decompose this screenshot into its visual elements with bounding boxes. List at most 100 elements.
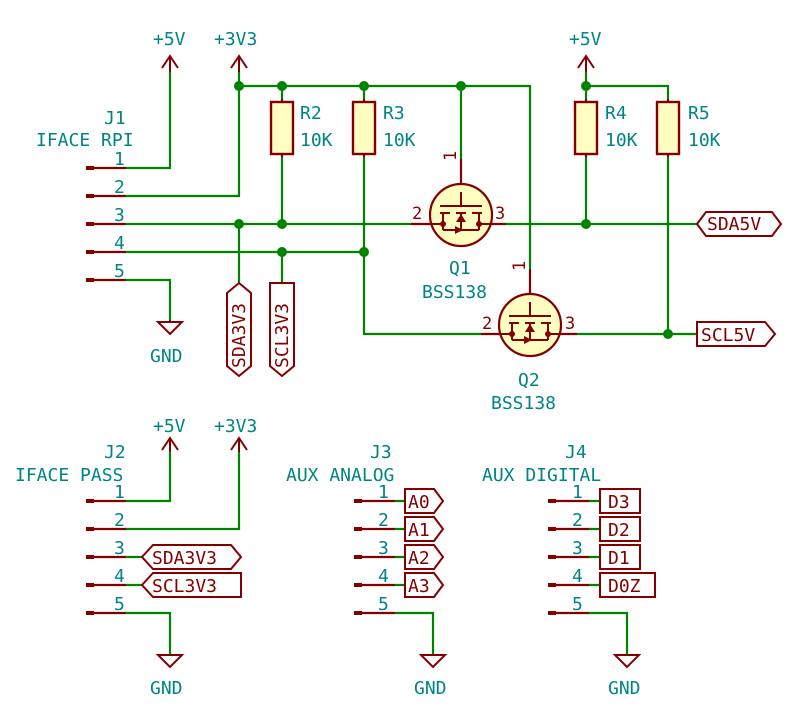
gnd-j1: GND [150, 320, 185, 367]
j4-value: AUX DIGITAL [482, 465, 601, 486]
svg-text:1: 1 [572, 482, 583, 503]
svg-text:+3V3: +3V3 [214, 416, 257, 437]
j4-labels: D3 D2 D1 D0Z [599, 488, 656, 598]
svg-text:5: 5 [114, 261, 125, 282]
j4-pins [548, 499, 590, 615]
j2-pin-numbers: 1 2 3 4 5 [114, 482, 125, 615]
svg-text:10K: 10K [605, 130, 638, 151]
resistor-r2: R2 10K [269, 98, 333, 158]
svg-text:SDA3V3: SDA3V3 [229, 303, 250, 368]
net-label-sda5v: SDA5V [695, 211, 783, 237]
net-label-scl3v3-j2: SCL3V3 [140, 572, 242, 598]
j4-pin-numbers: 1 2 3 4 5 [572, 482, 583, 615]
mosfet-q2: 1 2 3 Q2 BSS138 [480, 261, 578, 414]
svg-text:2: 2 [482, 314, 492, 334]
svg-text:2: 2 [572, 510, 583, 531]
svg-text:GND: GND [150, 678, 183, 699]
net-label-sda3v3-j2: SDA3V3 [140, 544, 243, 570]
resistor-r3: R3 10K [351, 98, 416, 158]
resistor-r4: R4 10K [573, 98, 638, 158]
svg-text:4: 4 [378, 566, 389, 587]
j1-value: IFACE RPI [36, 130, 134, 151]
power-5v-j2: +5V [153, 416, 186, 452]
svg-text:BSS138: BSS138 [491, 393, 556, 414]
svg-text:3: 3 [565, 314, 575, 334]
svg-text:3: 3 [378, 538, 389, 559]
svg-text:10K: 10K [300, 130, 333, 151]
power-3v3-j2: +3V3 [214, 416, 257, 452]
svg-text:D0Z: D0Z [608, 576, 641, 597]
mosfet-q1: 1 2 3 Q1 BSS138 [410, 151, 507, 303]
svg-text:GND: GND [414, 678, 447, 699]
net-label-scl5v: SCL5V [696, 321, 777, 347]
svg-text:+5V: +5V [569, 29, 602, 50]
svg-text:3: 3 [114, 205, 125, 226]
svg-text:3: 3 [495, 204, 505, 224]
svg-text:2: 2 [412, 204, 422, 224]
j3-labels: A0 A1 A2 A3 [404, 488, 445, 598]
svg-text:3: 3 [572, 538, 583, 559]
svg-text:SCL3V3: SCL3V3 [152, 576, 217, 597]
svg-text:SDA5V: SDA5V [707, 214, 761, 235]
svg-text:10K: 10K [383, 130, 416, 151]
svg-text:5: 5 [572, 594, 583, 615]
svg-text:SCL5V: SCL5V [701, 325, 755, 346]
power-3v3-j1: +3V3 [214, 29, 257, 72]
j2-value: IFACE PASS [15, 465, 123, 486]
svg-text:+5V: +5V [153, 416, 186, 437]
j3-pins [354, 499, 396, 615]
svg-text:1: 1 [114, 149, 125, 170]
svg-text:2: 2 [114, 177, 125, 198]
svg-text:SDA3V3: SDA3V3 [152, 548, 217, 569]
j3-pin-numbers: 1 2 3 4 5 [378, 482, 389, 615]
net-label-sda3v3-vertical: SDA3V3 [226, 281, 252, 378]
svg-text:4: 4 [114, 233, 125, 254]
svg-text:1: 1 [510, 261, 530, 271]
svg-text:D2: D2 [608, 520, 630, 541]
svg-text:4: 4 [572, 566, 583, 587]
svg-text:GND: GND [608, 678, 641, 699]
svg-text:A2: A2 [408, 548, 430, 569]
j1-pins [86, 166, 127, 282]
svg-text:Q1: Q1 [449, 258, 471, 279]
junctions [234, 81, 673, 339]
svg-text:GND: GND [150, 346, 183, 367]
svg-text:Q2: Q2 [518, 370, 540, 391]
resistor-r5: R5 10K [655, 98, 721, 158]
gnd-j4: GND [608, 654, 642, 699]
gnd-j3: GND [414, 654, 448, 699]
j1-pin-numbers: 1 2 3 4 5 [114, 149, 125, 282]
j4-ref: J4 [565, 442, 587, 463]
net-label-scl3v3-vertical: SCL3V3 [269, 282, 295, 378]
j2-ref: J2 [104, 442, 126, 463]
gnd-j2: GND [150, 654, 185, 699]
svg-text:D3: D3 [608, 492, 630, 513]
svg-text:2: 2 [378, 510, 389, 531]
svg-text:A0: A0 [408, 492, 430, 513]
svg-text:SCL3V3: SCL3V3 [272, 303, 293, 368]
j2-pins [86, 499, 127, 615]
svg-text:1: 1 [114, 482, 125, 503]
power-5v-j1: +5V [153, 29, 186, 72]
svg-text:5: 5 [378, 594, 389, 615]
svg-text:R4: R4 [605, 103, 627, 124]
svg-text:+3V3: +3V3 [214, 29, 257, 50]
svg-text:+5V: +5V [153, 29, 186, 50]
svg-text:BSS138: BSS138 [422, 282, 487, 303]
svg-text:R2: R2 [300, 103, 322, 124]
svg-text:4: 4 [114, 566, 125, 587]
svg-text:10K: 10K [688, 130, 721, 151]
j1-ref: J1 [104, 108, 126, 129]
svg-text:1: 1 [378, 482, 389, 503]
svg-text:R3: R3 [383, 103, 405, 124]
svg-text:2: 2 [114, 510, 125, 531]
power-5v-pullup: +5V [569, 29, 602, 72]
svg-text:A1: A1 [408, 520, 430, 541]
svg-text:1: 1 [441, 151, 461, 161]
j3-value: AUX ANALOG [286, 465, 394, 486]
svg-text:D1: D1 [608, 548, 630, 569]
svg-text:3: 3 [114, 538, 125, 559]
svg-text:A3: A3 [408, 576, 430, 597]
svg-text:R5: R5 [688, 103, 710, 124]
